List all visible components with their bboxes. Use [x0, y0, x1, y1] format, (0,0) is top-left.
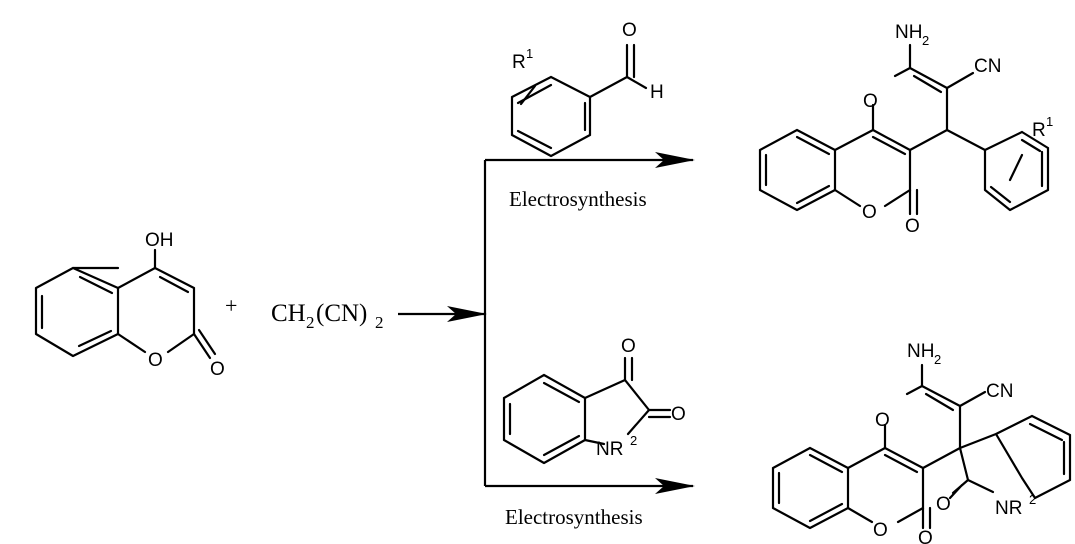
product-r-superscript: 1 — [1046, 114, 1053, 129]
aldehyde-h-label: H — [650, 82, 664, 103]
amine-subscript: 2 — [922, 33, 929, 48]
plus-sign: + — [225, 293, 237, 318]
bottom-condition-label: Electrosynthesis — [505, 505, 643, 529]
spiro-nitrogen-superscript: 2 — [1029, 492, 1036, 507]
top-product-structure: O O O NH 2 CN R 1 — [758, 22, 1053, 237]
amine-label: NH — [895, 22, 922, 43]
malononitrile-sub-1: 2 — [306, 313, 315, 332]
hydroxycoumarin-structure: OH O O — [34, 230, 225, 380]
spiro-nitrogen-label: NR — [995, 498, 1022, 519]
top-condition-label: Electrosynthesis — [509, 187, 647, 211]
spiro-pyran-oxygen-label: O — [875, 410, 890, 431]
ring-oxygen-label: O — [148, 350, 163, 371]
reaction-arrows — [398, 152, 695, 494]
pyran-oxygen-label: O — [863, 91, 878, 112]
spiro-amine-subscript: 2 — [934, 352, 941, 367]
aldehyde-r-label: R — [512, 52, 526, 73]
isatin-nitrogen-label: NR — [596, 439, 623, 460]
isatin-side-oxygen-label: O — [671, 404, 686, 425]
nitrile-label: CN — [974, 56, 1001, 77]
isatin-structure: O O NR 2 — [502, 336, 686, 465]
spiro-amine-label: NH — [907, 341, 934, 362]
lactone-oxygen-label: O — [862, 202, 877, 223]
aldehyde-r-superscript: 1 — [526, 46, 533, 61]
hydroxyl-label: OH — [145, 230, 174, 251]
malononitrile-formula: CH 2 (CN) 2 — [271, 300, 384, 332]
carbonyl-oxygen-label: O — [905, 216, 920, 237]
isatin-nitrogen-superscript: 2 — [630, 433, 637, 448]
malononitrile-sub-2: 2 — [375, 313, 384, 332]
spiro-carbonyl-oxygen-label: O — [918, 528, 933, 544]
spiro-lactone-oxygen-label: O — [873, 520, 888, 541]
product-r-label: R — [1032, 120, 1046, 141]
oxindole-oxygen-label: O — [936, 494, 951, 515]
isatin-top-oxygen-label: O — [621, 336, 636, 357]
bottom-product-structure: O O O O NH 2 CN NR 2 — [771, 341, 1072, 544]
benzaldehyde-structure: R 1 O H — [510, 20, 664, 158]
aldehyde-oxygen-label: O — [622, 20, 637, 41]
malononitrile-cn: (CN) — [316, 300, 367, 327]
spiro-nitrile-label: CN — [986, 381, 1013, 402]
malononitrile-ch: CH — [271, 300, 306, 327]
carbonyl-oxygen-label: O — [210, 359, 225, 380]
